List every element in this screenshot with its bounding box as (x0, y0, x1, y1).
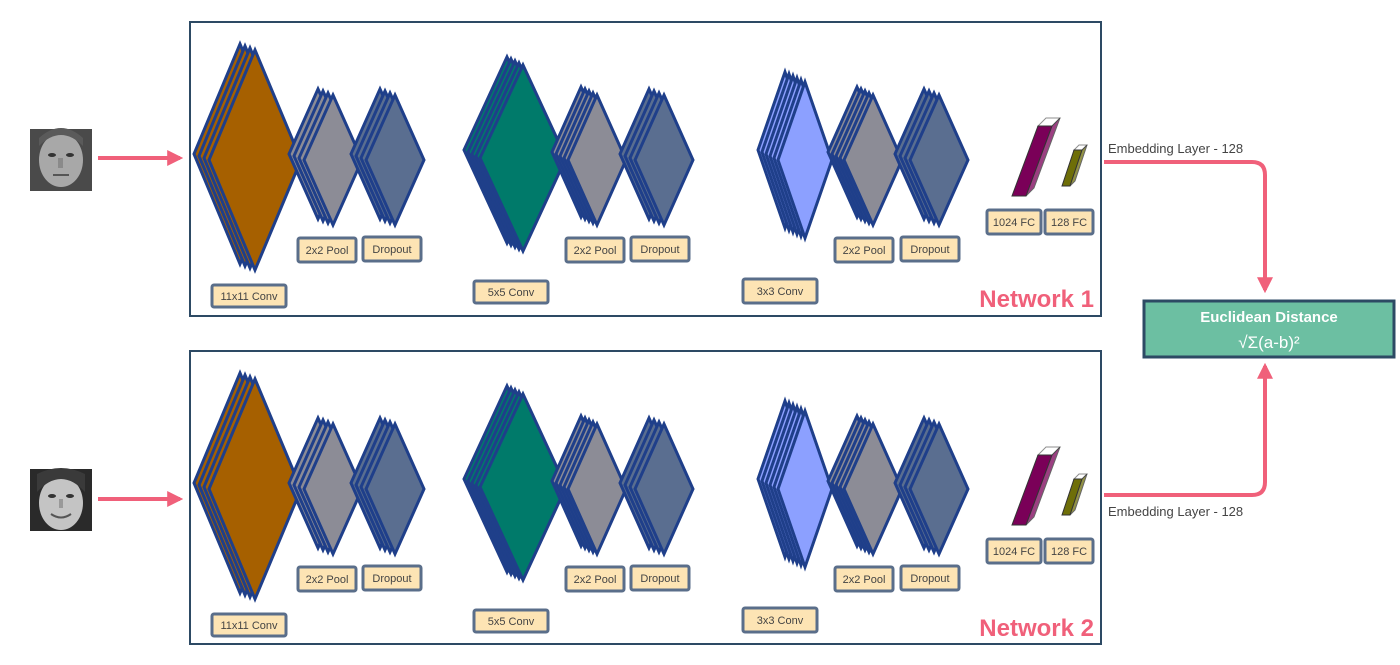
net2-conv3-label-text: 3x3 Conv (757, 615, 804, 627)
embedding-arrow-2 (1104, 362, 1273, 497)
net2-fc1-label: 1024 FC (985, 537, 1043, 565)
net1-drop2-label-text: Dropout (640, 244, 679, 256)
net1-pool1-label-text: 2x2 Pool (306, 245, 349, 257)
network-1: 11x11 Conv 2x2 Pool Dropout 5x5 Conv 2x2 Poo… (192, 40, 1095, 313)
net1-conv2-stack (462, 53, 568, 255)
network-1-frame (189, 21, 1102, 317)
net1-conv3-label: 3x3 Conv (741, 277, 819, 305)
net2-drop3-stack (893, 414, 970, 558)
net2-pool1-label: 2x2 Pool (296, 565, 358, 593)
net2-drop1-stack (349, 414, 426, 558)
embedding-arrow-1 (1104, 160, 1273, 294)
net2-fc1-label-text: 1024 FC (993, 546, 1035, 558)
network-2: 11x11 Conv 2x2 Pool Dropout 5x5 Conv 2x2 Poo… (192, 369, 1095, 642)
net1-conv1-stack (192, 40, 303, 274)
embedding-label-2: Embedding Layer - 128 (1108, 504, 1243, 519)
embedding-label-1: Embedding Layer - 128 (1108, 141, 1243, 156)
net1-pool3-stack (826, 83, 904, 229)
net1-fc1-bar (1011, 117, 1062, 197)
net1-pool3-label-text: 2x2 Pool (843, 245, 886, 257)
net2-conv2-label: 5x5 Conv (472, 608, 550, 634)
net1-drop3-label: Dropout (899, 235, 961, 263)
net1-pool3-label: 2x2 Pool (833, 236, 895, 264)
net1-drop2-label: Dropout (629, 235, 691, 263)
net1-fc1-label: 1024 FC (985, 208, 1043, 236)
net1-conv3-label-text: 3x3 Conv (757, 286, 804, 298)
net2-pool2-stack (550, 412, 628, 558)
net1-pool1-stack (287, 85, 364, 229)
net2-pool3-label-text: 2x2 Pool (843, 574, 886, 586)
net2-fc2-label: 128 FC (1043, 537, 1095, 565)
net2-title: Network 2 (979, 615, 1094, 642)
net1-conv2-label-text: 5x5 Conv (488, 287, 535, 299)
net2-drop3-label: Dropout (899, 564, 961, 592)
net2-drop2-label-text: Dropout (640, 573, 679, 585)
net2-conv1-label: 11x11 Conv (210, 612, 288, 638)
euclidean-distance-title: Euclidean Distance (1200, 309, 1338, 326)
face-image-1 (30, 128, 92, 191)
net2-conv1-stack (192, 369, 303, 603)
euclidean-distance-box: Euclidean Distance √Σ(a-b)² (1142, 299, 1396, 359)
net2-fc1-bar (1011, 446, 1062, 526)
net2-drop1-label-text: Dropout (372, 573, 411, 585)
net1-fc1-label-text: 1024 FC (993, 217, 1035, 229)
net1-conv1-label-text: 11x11 Conv (220, 291, 278, 303)
net1-conv3-stack (756, 67, 834, 243)
net1-drop2-stack (618, 85, 695, 229)
net1-drop3-stack (893, 85, 970, 229)
face-image-2 (30, 468, 92, 531)
net1-pool2-stack (550, 83, 628, 229)
euclidean-distance-formula: √Σ(a-b)² (1238, 333, 1300, 352)
net1-conv1-label: 11x11 Conv (210, 283, 288, 309)
net2-fc2-bar (1061, 473, 1089, 516)
net2-pool3-stack (826, 412, 904, 558)
net1-pool2-label-text: 2x2 Pool (574, 245, 617, 257)
net2-pool2-label-text: 2x2 Pool (574, 574, 617, 586)
net1-fc2-label: 128 FC (1043, 208, 1095, 236)
net2-pool1-stack (287, 414, 364, 558)
net2-pool1-label-text: 2x2 Pool (306, 574, 349, 586)
net2-drop1-label: Dropout (361, 564, 423, 592)
net1-fc2-label-text: 128 FC (1051, 217, 1087, 229)
net2-pool3-label: 2x2 Pool (833, 565, 895, 593)
net1-drop1-label: Dropout (361, 235, 423, 263)
net2-drop3-label-text: Dropout (910, 573, 949, 585)
net1-pool1-label: 2x2 Pool (296, 236, 358, 264)
net1-drop1-label-text: Dropout (372, 244, 411, 256)
net1-title: Network 1 (979, 286, 1094, 313)
net2-conv2-label-text: 5x5 Conv (488, 616, 535, 628)
network-2-frame (189, 350, 1102, 645)
net2-drop2-label: Dropout (629, 564, 691, 592)
net2-conv3-stack (756, 396, 834, 572)
net1-drop1-stack (349, 85, 426, 229)
net2-conv2-stack (462, 382, 568, 584)
net1-conv2-label: 5x5 Conv (472, 279, 550, 305)
net2-pool2-label: 2x2 Pool (564, 565, 626, 593)
net1-pool2-label: 2x2 Pool (564, 236, 626, 264)
net2-fc2-label-text: 128 FC (1051, 546, 1087, 558)
net2-drop2-stack (618, 414, 695, 558)
net2-conv1-label-text: 11x11 Conv (220, 620, 278, 632)
net1-fc2-bar (1061, 144, 1089, 187)
net1-drop3-label-text: Dropout (910, 244, 949, 256)
net2-conv3-label: 3x3 Conv (741, 606, 819, 634)
